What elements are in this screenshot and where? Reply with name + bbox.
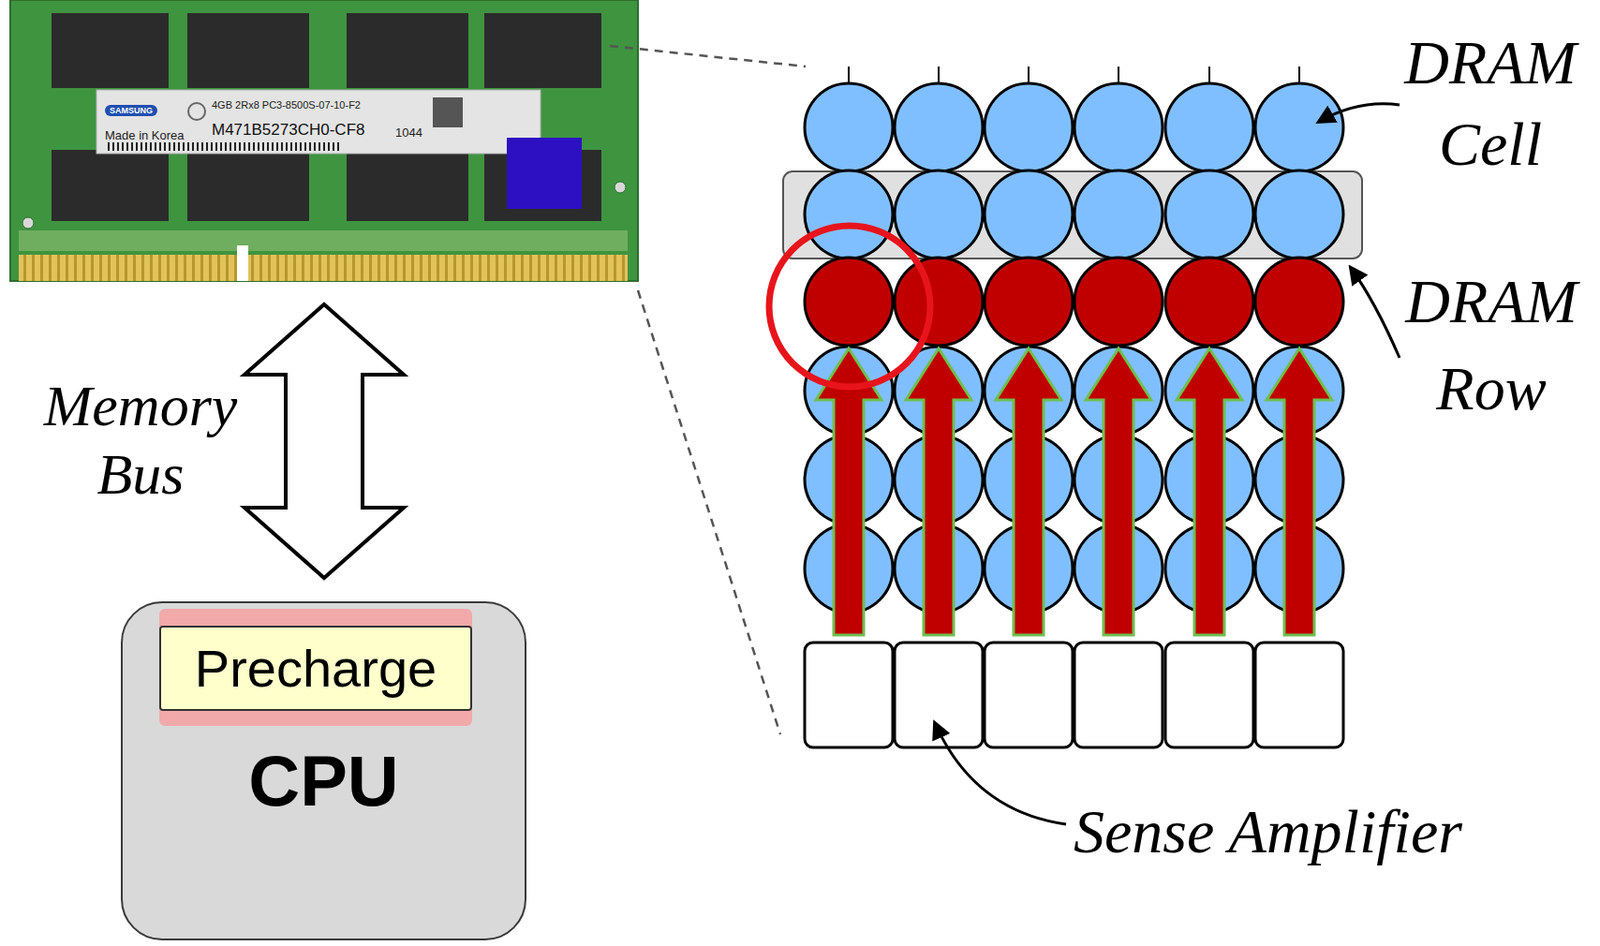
sense-arrow xyxy=(1266,348,1333,636)
module-sticker xyxy=(96,89,541,154)
sense-arrow xyxy=(995,348,1062,636)
sense-amplifier xyxy=(1255,642,1344,748)
unit-name: Precharge xyxy=(194,637,437,699)
pcb-edge xyxy=(10,0,638,282)
zoom-line xyxy=(609,45,806,67)
active-cell xyxy=(984,257,1073,346)
module-spec: 4GB 2Rx8 PC3-8500S-07-10-F2 xyxy=(211,99,361,111)
key-notch xyxy=(237,245,249,282)
sense-arrow xyxy=(1176,348,1243,636)
barcode xyxy=(107,142,342,151)
sense-arrow xyxy=(815,348,882,636)
mount-hole xyxy=(22,217,34,229)
sense-arrow xyxy=(1085,348,1152,636)
dram-cell xyxy=(1074,83,1163,172)
bitline-tick xyxy=(1208,66,1211,85)
dram-cell xyxy=(894,170,983,259)
dram-cell xyxy=(894,83,983,172)
memory-chip xyxy=(187,13,310,89)
bitline-tick xyxy=(1117,66,1120,85)
dram-row-band xyxy=(783,171,1363,259)
dram-cell xyxy=(984,170,1073,259)
pcb-board xyxy=(10,0,638,282)
memory-chip xyxy=(51,149,169,222)
memory-bus-arrow xyxy=(244,304,404,578)
dram-cell xyxy=(984,83,1073,172)
sense-amplifier xyxy=(804,642,893,748)
sense-amplifier xyxy=(1074,642,1163,748)
origin-text: Made in Korea xyxy=(104,128,185,143)
memory-chip xyxy=(187,149,310,222)
gold-fingers xyxy=(18,254,628,282)
active-cell xyxy=(1074,257,1163,346)
active-cell xyxy=(1165,257,1254,346)
dram-cell xyxy=(1165,83,1254,172)
memory-chip xyxy=(51,13,169,89)
memory-chip xyxy=(346,13,469,89)
dram-cell xyxy=(804,83,893,172)
active-cell xyxy=(894,257,983,346)
bitline-ticks xyxy=(848,66,1300,85)
dram-cell xyxy=(1255,170,1344,259)
memory-chip xyxy=(346,149,469,222)
bitline-tick xyxy=(937,66,940,85)
dram-cell xyxy=(1165,170,1254,259)
blue-marker xyxy=(506,137,582,209)
sticker-logo xyxy=(188,103,206,120)
dram-cell xyxy=(1074,170,1163,259)
bitline-tick xyxy=(847,66,850,85)
highlight-ring xyxy=(769,225,931,387)
memory-chip xyxy=(484,13,602,89)
leader-arrow xyxy=(1318,103,1400,122)
zoom-line xyxy=(637,290,781,735)
cell-label: DRAM Cell xyxy=(1387,21,1594,185)
sense-amp-label: Sense Amplifier xyxy=(1073,794,1463,869)
bitline-tick xyxy=(1298,66,1301,85)
brand-logo: SAMSUNG xyxy=(104,104,158,117)
dram-cell xyxy=(804,170,893,259)
bus-label: Memory Bus xyxy=(28,371,253,509)
dram-cell xyxy=(1255,83,1344,172)
part-number: M471B5273CH0-CF8 xyxy=(211,120,365,140)
bitline-tick xyxy=(1027,66,1030,85)
leader-arrow xyxy=(934,723,1067,825)
pcb-trace-band xyxy=(18,230,628,252)
sense-amplifier xyxy=(984,642,1073,748)
qr-code xyxy=(432,97,463,128)
sense-amplifier xyxy=(1165,642,1254,748)
cpu-title: CPU xyxy=(122,740,525,822)
sense-amplifiers xyxy=(804,642,1344,748)
cpu-box: CPU Precharge xyxy=(120,601,527,941)
active-cell xyxy=(804,257,893,346)
leader-arrow xyxy=(1350,267,1400,358)
date-code: 1044 xyxy=(395,125,423,140)
dram-module xyxy=(10,0,638,282)
dram-cells xyxy=(804,83,1344,613)
mount-hole xyxy=(614,181,626,193)
row-label: DRAM Row xyxy=(1388,257,1595,432)
precharge-box: Precharge xyxy=(159,625,473,712)
controller-band-fill xyxy=(159,608,473,726)
active-cell xyxy=(1255,257,1344,346)
sense-arrows xyxy=(815,348,1333,636)
sense-arrow xyxy=(905,348,972,636)
